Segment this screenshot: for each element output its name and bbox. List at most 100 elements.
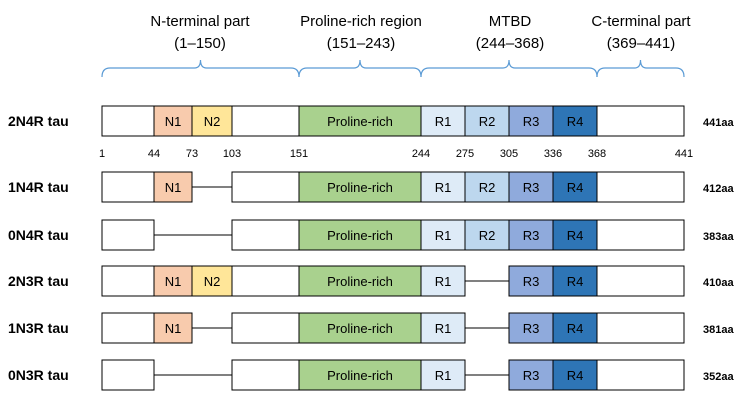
segment-proline-rich: [298, 219, 422, 251]
segment-nterm-start: [101, 171, 155, 203]
segment-n2-label: N2: [204, 114, 221, 129]
segment-r3-label: R3: [523, 228, 540, 243]
segment-r3: [508, 105, 554, 137]
isoform-length: 352aa: [703, 371, 734, 383]
segment-r4: [552, 105, 598, 137]
segment-r1-label: R1: [435, 274, 452, 289]
region-title-cterm: C-terminal part: [591, 13, 691, 30]
segment-proline-rich-label: Proline-rich: [327, 368, 393, 383]
segment-r2: [464, 105, 510, 137]
segment-r1: [420, 312, 466, 344]
segment-proline-rich: [298, 359, 422, 391]
segment-nterm-start: [101, 359, 155, 391]
isoform-length: 383aa: [703, 231, 734, 243]
segment-n2: [191, 265, 233, 297]
segment-cterm: [596, 312, 685, 344]
segment-n1-label: N1: [165, 274, 182, 289]
isoform-name: 0N4R tau: [8, 227, 69, 243]
segment-r4-label: R4: [567, 114, 584, 129]
segment-nterm-start: [101, 105, 155, 137]
segment-r1: [420, 265, 466, 297]
segment-nterm-end: [231, 219, 300, 251]
region-brace-cterm: [596, 59, 685, 78]
position-label: 103: [223, 148, 241, 160]
region-titles: N-terminal part (1–150) Proline-rich reg…: [150, 13, 691, 52]
segment-r4-label: R4: [567, 274, 584, 289]
isoform-length: 410aa: [703, 277, 734, 289]
segment-proline-rich-label: Proline-rich: [327, 180, 393, 195]
segment-r1: [420, 359, 466, 391]
segment-cterm: [596, 171, 685, 203]
segment-r1: [420, 219, 466, 251]
segment-r2-label: R2: [479, 180, 496, 195]
region-title-nterm: N-terminal part: [150, 13, 250, 30]
segment-proline-rich-label: Proline-rich: [327, 274, 393, 289]
segment-r2-label: R2: [479, 114, 496, 129]
segment-n1: [153, 105, 193, 137]
segment-nterm-end: [231, 105, 300, 137]
segment-proline-rich: [298, 312, 422, 344]
segment-cterm: [596, 105, 685, 137]
segment-n1: [153, 312, 193, 344]
segment-n1-label: N1: [165, 321, 182, 336]
segment-r3-label: R3: [523, 114, 540, 129]
segment-r1-label: R1: [435, 228, 452, 243]
segment-cterm: [596, 219, 685, 251]
segment-r4: [552, 312, 598, 344]
segment-n2-label: N2: [204, 274, 221, 289]
segment-r1-label: R1: [435, 114, 452, 129]
segment-proline-rich: [298, 105, 422, 137]
position-label: 305: [500, 148, 518, 160]
segment-r1-label: R1: [435, 321, 452, 336]
segment-r2: [464, 219, 510, 251]
isoform-name: 2N3R tau: [8, 273, 69, 289]
segment-r2: [464, 171, 510, 203]
segment-r4-label: R4: [567, 321, 584, 336]
segment-cterm: [596, 265, 685, 297]
region-title-prr: Proline-rich region: [300, 13, 422, 30]
segment-nterm-end: [231, 312, 300, 344]
isoform-length: 381aa: [703, 324, 734, 336]
segment-n1-label: N1: [165, 114, 182, 129]
segment-r3: [508, 359, 554, 391]
position-label: 244: [412, 148, 430, 160]
isoform-name: 0N3R tau: [8, 367, 69, 383]
segment-proline-rich-label: Proline-rich: [327, 114, 393, 129]
segment-r1-label: R1: [435, 180, 452, 195]
isoform-length: 441aa: [703, 117, 734, 129]
segment-r3: [508, 265, 554, 297]
region-brace-prr: [298, 59, 422, 78]
segment-r1-label: R1: [435, 368, 452, 383]
region-range-prr: (151–243): [327, 35, 395, 52]
position-label: 73: [186, 148, 198, 160]
region-brace-nterm: [101, 59, 300, 78]
segment-n2: [191, 105, 233, 137]
position-label: 441: [675, 148, 693, 160]
segment-nterm-start: [101, 219, 155, 251]
segment-r4-label: R4: [567, 228, 584, 243]
segment-r1: [420, 171, 466, 203]
segment-r3: [508, 312, 554, 344]
segment-proline-rich: [298, 171, 422, 203]
segment-cterm: [596, 359, 685, 391]
segment-r3-label: R3: [523, 368, 540, 383]
region-range-nterm: (1–150): [174, 35, 226, 52]
segment-r4-label: R4: [567, 180, 584, 195]
segment-nterm-start: [101, 312, 155, 344]
segment-nterm-start: [101, 265, 155, 297]
segment-r3-label: R3: [523, 321, 540, 336]
region-brace-mtbd: [420, 59, 598, 78]
isoform-length: 412aa: [703, 183, 734, 195]
segment-n1: [153, 171, 193, 203]
segment-r3-label: R3: [523, 180, 540, 195]
segment-r4: [552, 359, 598, 391]
position-labels: 1 44 73 103 151 244 275 305 336 368 441: [99, 148, 693, 160]
segment-r4: [552, 265, 598, 297]
segment-r3: [508, 219, 554, 251]
position-label: 275: [456, 148, 474, 160]
